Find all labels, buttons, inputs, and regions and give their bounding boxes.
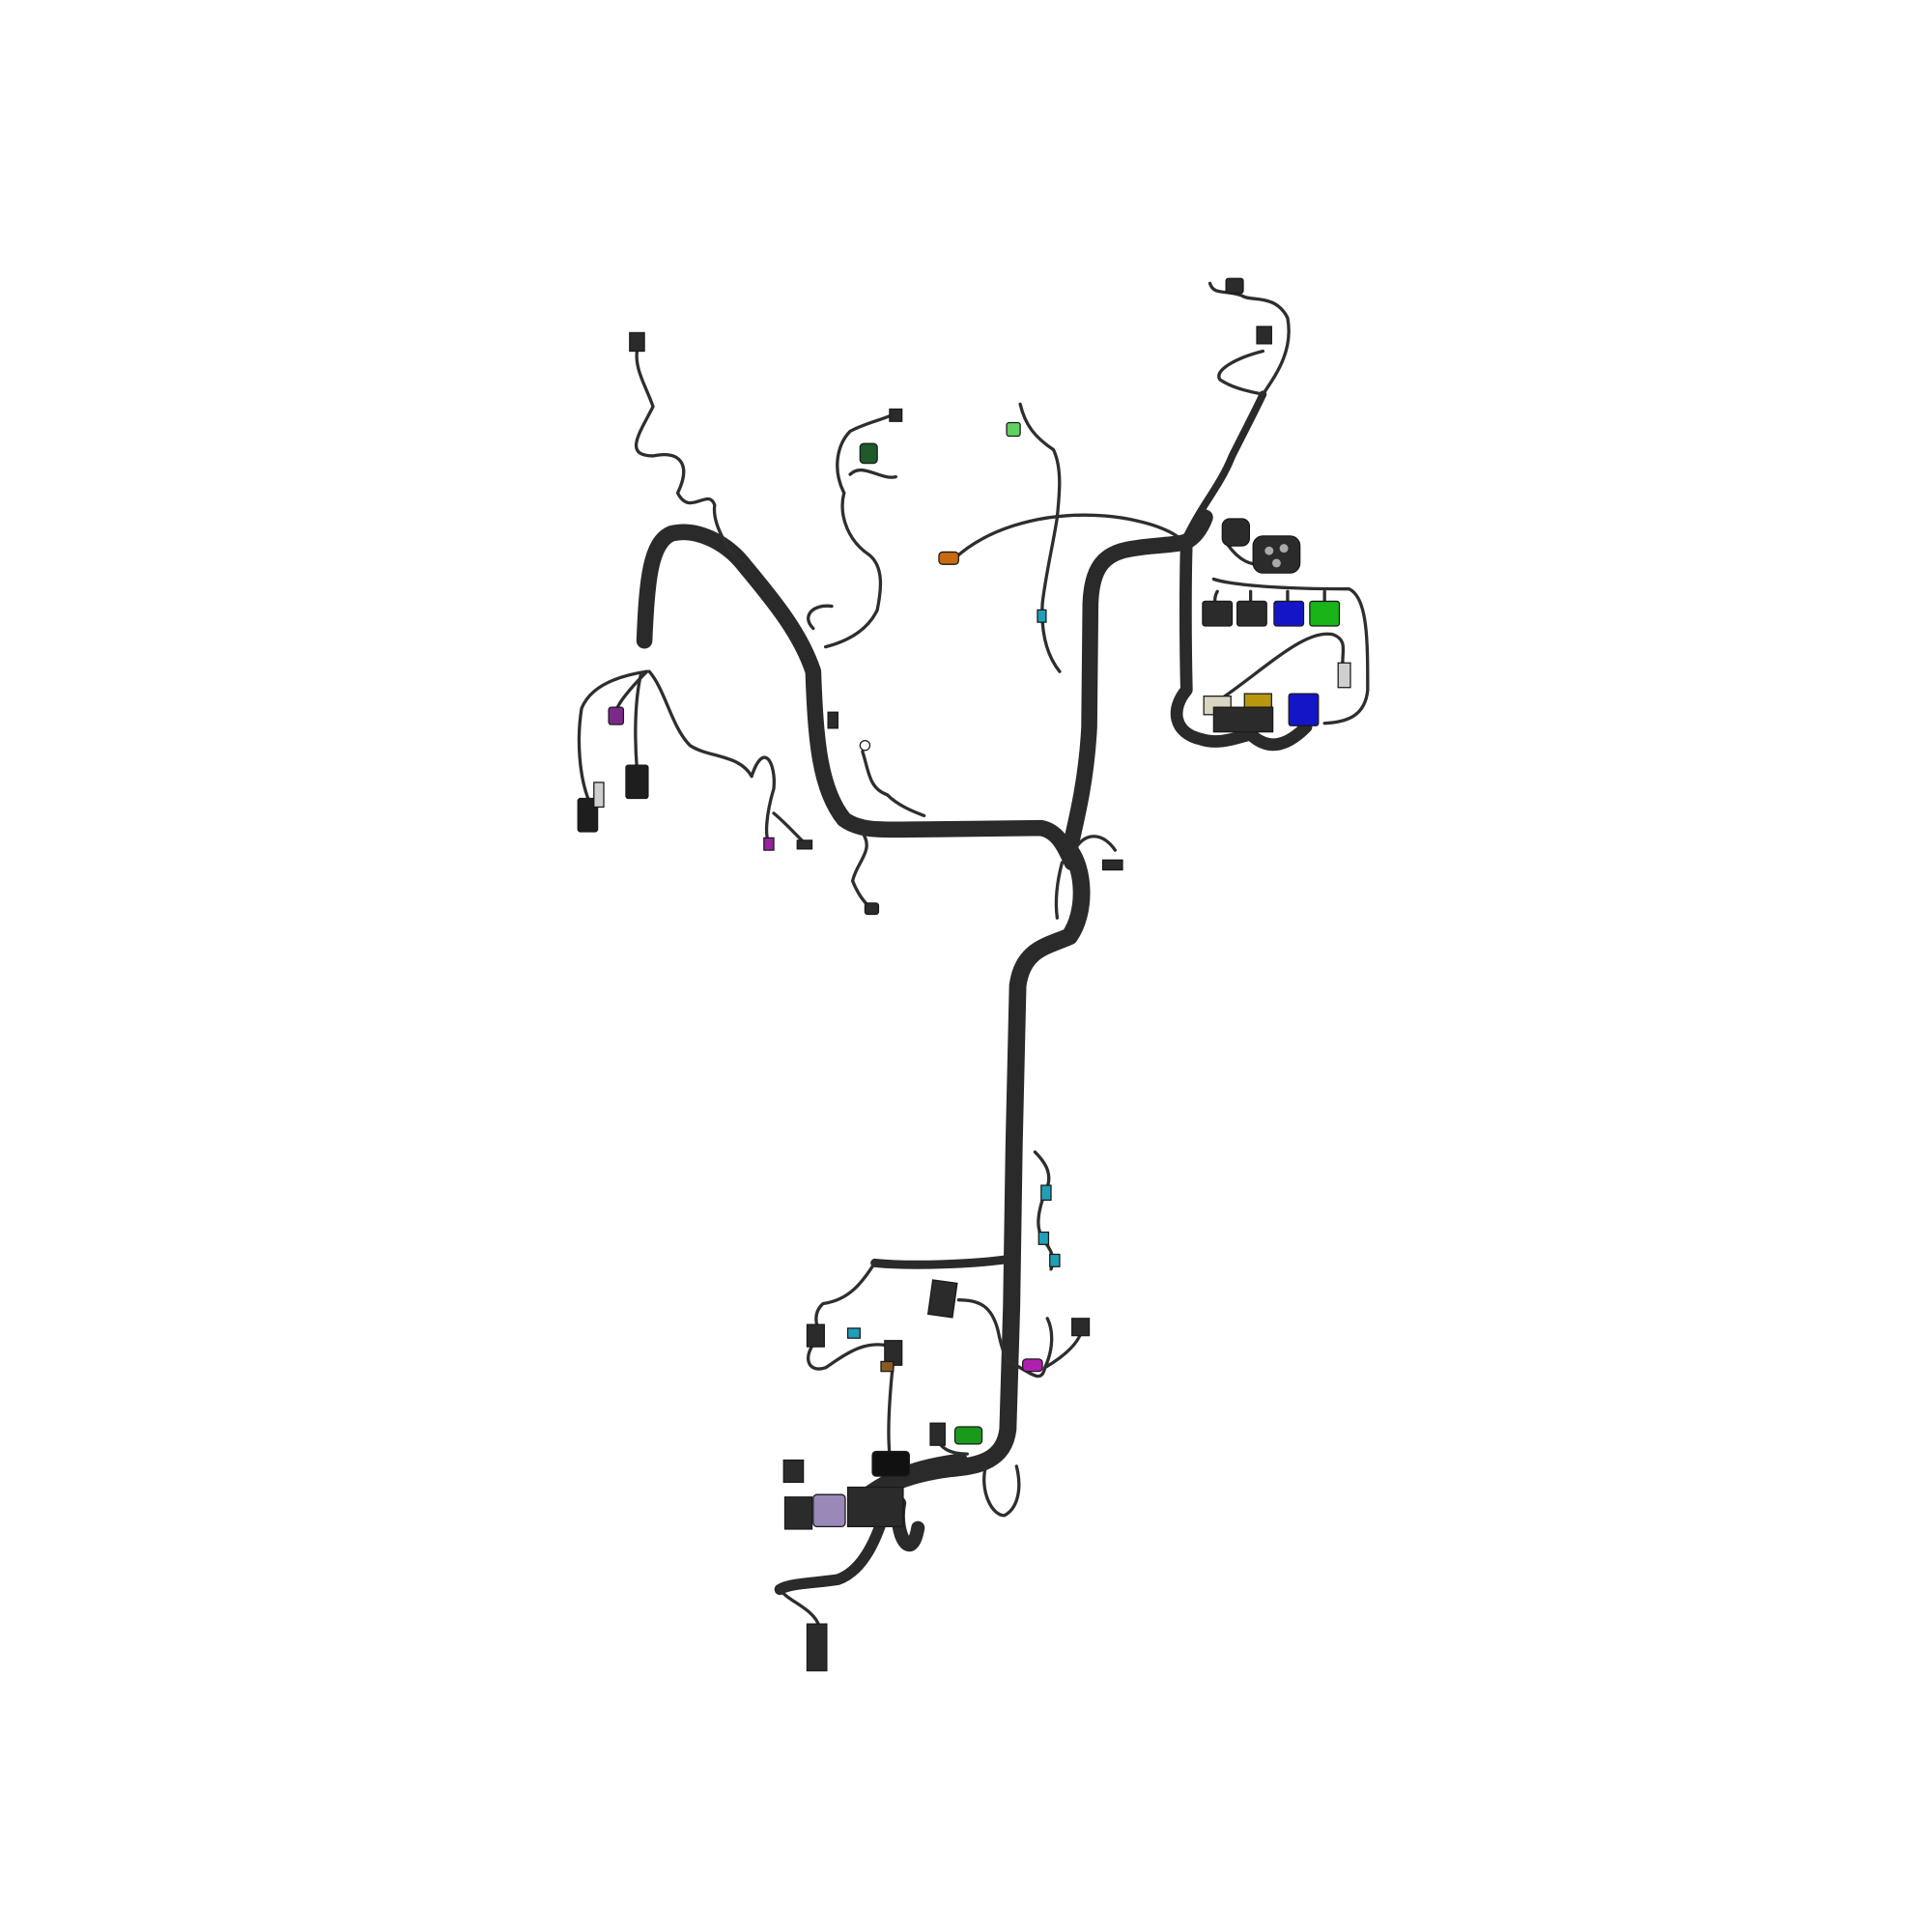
connector-purple-left — [608, 706, 625, 725]
lower-trunk-branch — [870, 1255, 1012, 1269]
connector-green-lower — [953, 1426, 983, 1445]
connector-top-left — [629, 331, 645, 353]
connector-top-right-1 — [1225, 277, 1244, 295]
connector-dark-lower-1 — [929, 1422, 946, 1446]
connector-lower-left-top — [782, 1459, 805, 1484]
ring-terminal — [859, 739, 871, 752]
terminal-pins-right — [1337, 662, 1351, 689]
connector-cyan-5 — [846, 1327, 861, 1339]
stud-2 — [1279, 544, 1289, 554]
connector-cyan-4 — [1049, 1253, 1061, 1267]
terminal-pins-left — [593, 781, 605, 809]
stud-3 — [1271, 558, 1281, 568]
right-box-loop — [1170, 535, 1313, 752]
connector-blue-1 — [1273, 600, 1305, 627]
connector-stud-block — [1252, 535, 1301, 574]
connector-bottom — [806, 1623, 828, 1672]
connector-lower-left — [783, 1496, 813, 1530]
connector-cyan-1 — [1037, 609, 1047, 623]
connectors — [577, 277, 1351, 1672]
connector-purple-small — [763, 837, 775, 851]
connector-lavender — [812, 1493, 846, 1527]
connector-light-green — [1006, 421, 1021, 438]
connector-dark-1 — [1202, 600, 1234, 627]
connector-top-right-2 — [1256, 326, 1272, 345]
upper-right-riser — [1181, 390, 1267, 544]
connector-right-lower — [1071, 1318, 1091, 1337]
connector-round-1 — [1221, 518, 1251, 547]
connector-square-lower — [926, 1279, 958, 1319]
connector-left-2 — [625, 764, 649, 800]
connector-block-lower — [846, 1486, 904, 1527]
connector-cyan-3 — [1037, 1231, 1050, 1245]
connector-small-4 — [1101, 859, 1123, 871]
connector-green-mid — [859, 442, 878, 465]
connector-green-1 — [1309, 600, 1341, 627]
connector-left-1 — [577, 797, 599, 833]
bottom-branch — [774, 1497, 894, 1596]
connector-upper-mid — [889, 408, 903, 422]
connector-small-2 — [864, 902, 880, 916]
connector-orange — [938, 551, 959, 565]
connector-left-lower-1 — [806, 1323, 825, 1348]
connector-brown — [880, 1360, 895, 1373]
connector-dark-2 — [1236, 600, 1267, 627]
connector-small-3 — [827, 711, 838, 729]
stud-1 — [1264, 546, 1274, 555]
main-trunk-left-branch — [636, 524, 1080, 871]
connector-block-dark — [1212, 706, 1274, 733]
connector-small-1 — [796, 839, 813, 850]
connector-cyan-2 — [1040, 1184, 1052, 1201]
connector-magenta — [1022, 1358, 1043, 1373]
connector-blue-2 — [1288, 693, 1320, 726]
connector-black-big — [871, 1450, 910, 1477]
